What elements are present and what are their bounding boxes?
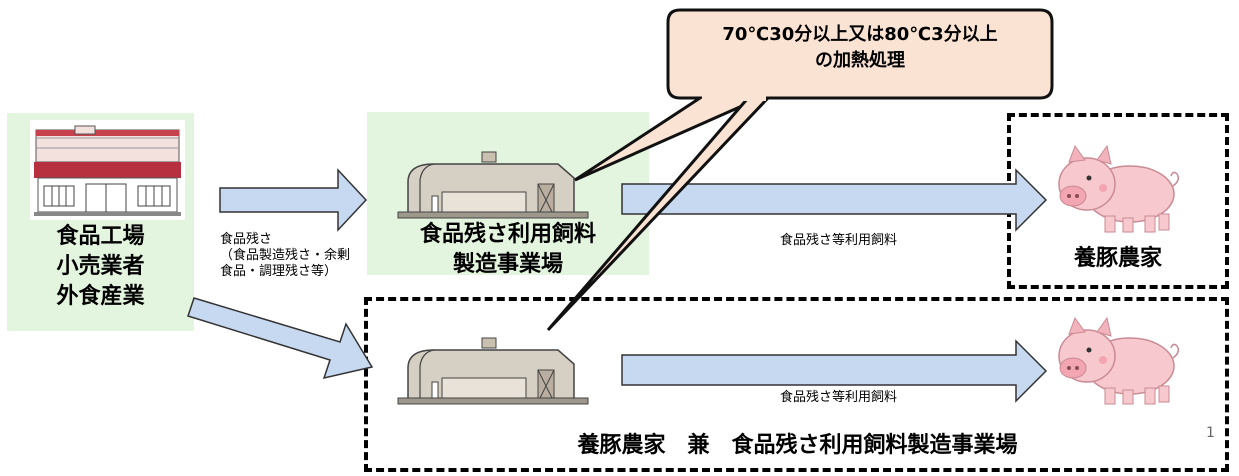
arrow-source-label: 食品残さ （食品製造残さ・余剰 食品・調理残さ等） [220,232,400,280]
factory-label: 食品残さ利用飼料 製造事業場 [368,220,648,280]
source-line-3: 外食産業 [56,284,145,309]
pig-icon [1058,144,1180,233]
store-icon [30,120,185,220]
source-line-2: 小売業者 [56,254,145,279]
factory-line-2: 製造事業場 [452,252,563,277]
combined-pig-icon [1058,316,1180,405]
arrow-combined-factory-to-pig [621,339,1048,403]
source-label: 食品工場 小売業者 外食産業 [18,222,183,312]
combined-factory-building-icon [397,337,589,405]
farm-label: 養豚農家 [1073,246,1162,271]
callout-line-2: の加熱処理 [815,50,905,71]
page-number: 1 [1206,425,1215,441]
factory-line-1: 食品残さ利用飼料 [419,222,596,247]
arrow-source-label-line-2: （食品製造残さ・余剰 [220,248,351,263]
factory-building-icon [397,151,589,219]
arrow-source-label-line-1: 食品残さ [220,232,273,247]
arrow-source-to-factory [219,168,368,232]
combined-arrow-label: 食品残さ等利用飼料 [780,390,898,405]
arrow-factory-label: 食品残さ等利用飼料 [780,233,898,248]
source-line-1: 食品工場 [56,224,145,249]
arrow-source-label-line-3: 食品・調理残さ等） [220,264,338,279]
combined-label: 養豚農家 兼 食品残さ利用飼料製造事業場 [577,433,1018,458]
callout-text: 70℃30分以上又は80℃3分以上 の加熱処理 [670,22,1050,74]
arrow-source-to-combined [187,297,374,380]
combined-dashed-box [364,297,1229,472]
callout-line-1: 70℃30分以上又は80℃3分以上 [722,24,998,45]
arrow-factory-to-farm [621,168,1048,232]
